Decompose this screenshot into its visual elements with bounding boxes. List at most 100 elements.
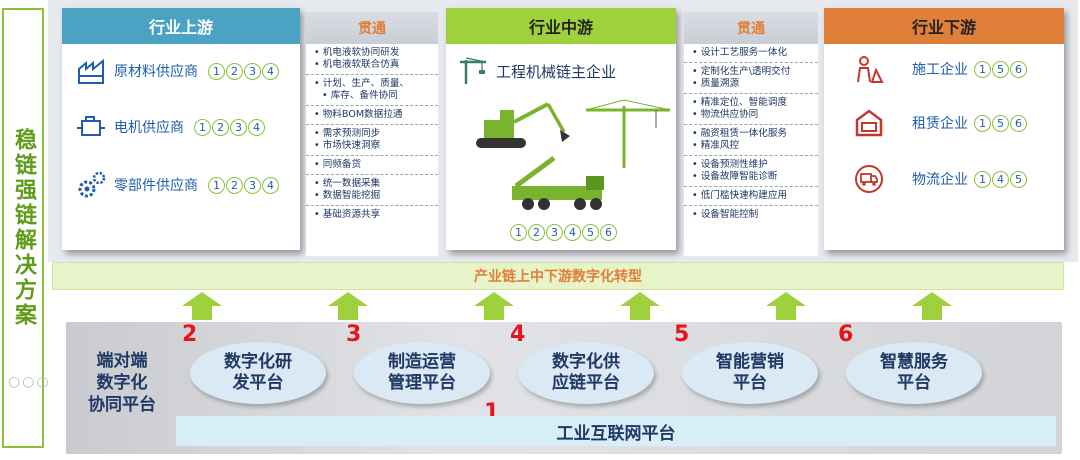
up-arrow-icon (912, 292, 952, 320)
num-circle: 4 (992, 170, 1009, 188)
platform-number: 6 (838, 322, 854, 347)
num-circle: 1 (974, 114, 991, 132)
upstream-row-motor: 电机供应商 1 2 3 4 (76, 112, 265, 142)
num-circle: 2 (226, 62, 243, 80)
transformation-band: 产业链上中下游数字化转型 (52, 262, 1064, 290)
upstream-title: 行业上游 (62, 8, 300, 44)
connector-right-title: 贯通 (684, 12, 818, 44)
num-circle: 3 (244, 176, 261, 194)
iot-platform: 工业互联网平台 (176, 416, 1056, 446)
connector-left-title: 贯通 (306, 12, 438, 44)
connector-right-item: 定制化生产\透明交付质量溯源 (684, 63, 818, 94)
platform-number: 2 (182, 322, 198, 347)
connector-left-item: 同频备货 (306, 156, 438, 175)
connector-right-item: 融资租赁一体化服务精准风控 (684, 125, 818, 156)
num-circle: 1 (974, 170, 991, 188)
upstream-nums-2: 1 2 3 4 (194, 118, 265, 136)
num-circle: 5 (992, 114, 1009, 132)
num-circle: 6 (600, 224, 617, 241)
gears-icon (76, 170, 106, 200)
connector-right-item: 设备预测性维护设备故障智能诊断 (684, 156, 818, 187)
connector-left-item: 物料BOM数据拉通 (306, 106, 438, 125)
up-arrow-icon (182, 292, 222, 320)
upstream-row-raw-material: 原材料供应商 1 2 3 4 (76, 56, 279, 86)
dots-decoration: ○○○ (8, 374, 51, 390)
platform-rd: 数字化研发平台 (190, 342, 326, 404)
midstream-label: 工程机械链主企业 (496, 62, 617, 81)
up-arrow-icon (328, 292, 368, 320)
num-circle: 6 (1010, 60, 1027, 78)
upstream-label-3: 零部件供应商 (114, 178, 198, 194)
platform-manufacturing: 制造运营管理平台 (354, 342, 490, 404)
excavator-icon (476, 102, 570, 148)
e2e-platform-label: 端对端数字化协同平台 (88, 351, 156, 415)
tower-crane-icon (585, 99, 671, 168)
upstream-nums-1: 1 2 3 4 (208, 62, 279, 80)
num-circle: 3 (230, 118, 247, 136)
num-circle: 3 (546, 224, 563, 241)
platform-number: 5 (674, 322, 690, 347)
platform-supply-chain: 数字化供应链平台 (518, 342, 654, 404)
midstream-row: 工程机械链主企业 (458, 56, 616, 86)
upstream-panel: 行业上游 原材料供应商 1 2 3 4 电机供应商 1 2 3 4 零部件供应商… (62, 8, 300, 250)
downstream-row-leasing: 租赁企业 1 5 6 (854, 108, 1027, 138)
connector-left: 贯通 机电液软协同研发机电液软联合仿真 计划、生产、质量、库存、备件协同 物料B… (306, 12, 438, 256)
connector-left-item: 计划、生产、质量、库存、备件协同 (306, 75, 438, 106)
connector-right: 贯通 设计工艺服务一体化 定制化生产\透明交付质量溯源 精准定位、智能调度物流供… (684, 12, 818, 256)
downstream-label-1: 施工企业 (912, 62, 968, 78)
platform-number: 4 (510, 322, 526, 347)
num-circle: 1 (194, 118, 211, 136)
downstream-label-3: 物流企业 (912, 172, 968, 188)
engine-icon (76, 112, 106, 142)
downstream-row-logistics: 物流企业 1 4 5 (854, 164, 1027, 194)
delivery-truck-icon (854, 164, 884, 194)
downstream-row-construction: 施工企业 1 5 6 (854, 54, 1027, 84)
num-circle: 1 (208, 176, 225, 194)
num-circle: 1 (208, 62, 225, 80)
connector-left-item: 需求预测同步市场快速洞察 (306, 125, 438, 156)
num-circle: 1 (974, 60, 991, 78)
upstream-nums-3: 1 2 3 4 (208, 176, 279, 194)
connector-left-item: 基础资源共享 (306, 206, 438, 224)
downstream-label-2: 租赁企业 (912, 116, 968, 132)
truck-crane-icon (512, 155, 604, 210)
connector-left-item: 机电液软协同研发机电液软联合仿真 (306, 44, 438, 75)
platform-service: 智慧服务平台 (846, 342, 982, 404)
up-arrow-icon (620, 292, 660, 320)
up-arrow-icon (474, 292, 514, 320)
up-arrow-icon (766, 292, 806, 320)
num-circle: 5 (1010, 170, 1027, 188)
midstream-nums: 1 2 3 4 5 6 (510, 224, 617, 241)
upstream-row-parts: 零部件供应商 1 2 3 4 (76, 170, 279, 200)
platform-number: 3 (346, 322, 362, 347)
num-circle: 3 (244, 62, 261, 80)
downstream-nums-3: 1 4 5 (974, 170, 1027, 188)
num-circle: 4 (564, 224, 581, 241)
connector-right-item: 精准定位、智能调度物流供应协同 (684, 94, 818, 125)
connector-left-item: 统一数据采集数据智能挖掘 (306, 175, 438, 206)
construction-worker-icon (854, 54, 884, 84)
num-circle: 1 (510, 224, 527, 241)
garage-icon (854, 108, 884, 138)
downstream-title: 行业下游 (824, 8, 1064, 44)
midstream-title: 行业中游 (446, 8, 676, 44)
num-circle: 5 (992, 60, 1009, 78)
connector-right-item: 设计工艺服务一体化 (684, 44, 818, 63)
num-circle: 4 (262, 62, 279, 80)
midstream-panel: 行业中游 工程机械链主企业 (446, 8, 676, 250)
connector-right-item: 低门槛快速构建应用 (684, 187, 818, 206)
num-circle: 2 (212, 118, 229, 136)
machinery-illustration (476, 99, 671, 210)
downstream-panel: 行业下游 施工企业 1 5 6 租赁企业 1 5 6 (824, 8, 1064, 250)
downstream-nums-1: 1 5 6 (974, 60, 1027, 78)
side-title-box: 稳链强链解决方案 (2, 8, 44, 448)
connector-right-item: 设备智能控制 (684, 206, 818, 224)
num-circle: 4 (262, 176, 279, 194)
factory-icon (76, 56, 106, 86)
side-title: 稳链强链解决方案 (11, 128, 36, 328)
platform-marketing: 智能营销平台 (682, 342, 818, 404)
num-circle: 2 (226, 176, 243, 194)
downstream-nums-2: 1 5 6 (974, 114, 1027, 132)
num-circle: 6 (1010, 114, 1027, 132)
num-circle: 4 (248, 118, 265, 136)
